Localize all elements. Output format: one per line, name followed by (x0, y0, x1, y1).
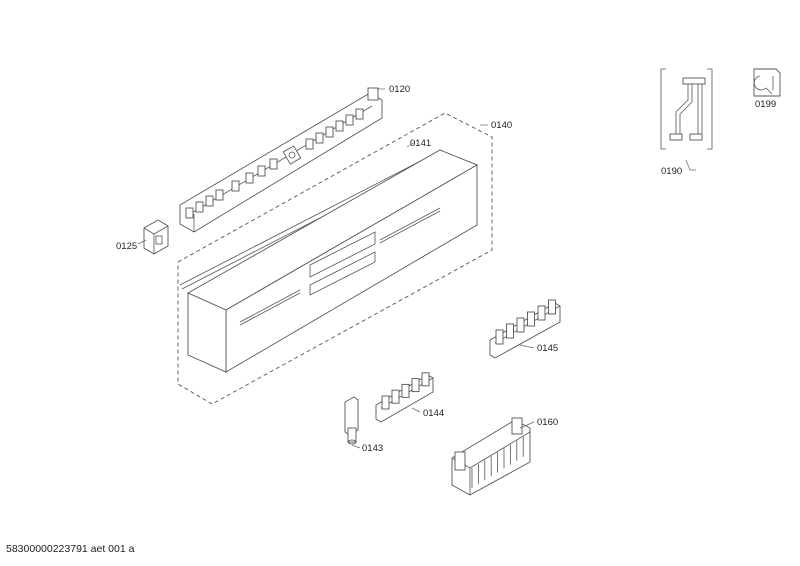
service-tool-icon (753, 68, 781, 97)
label-0141: 0141 (410, 138, 431, 149)
strip-button (548, 299, 556, 315)
pcb-connector (205, 195, 214, 207)
strip-button (401, 383, 410, 398)
label-0120: 0120 (389, 84, 410, 95)
label-0199: 0199 (755, 99, 776, 110)
pcb-connector (185, 207, 194, 219)
button-strip-small-drawing (375, 372, 434, 423)
button-strip-large-drawing (489, 299, 561, 359)
button-carrier-drawing (451, 417, 531, 496)
pcb-connector (345, 114, 354, 126)
strip-button (527, 311, 535, 327)
pcb-connector (355, 108, 364, 120)
pcb-connector (257, 165, 266, 177)
pcb-connector (269, 158, 278, 170)
label-0145: 0145 (537, 343, 558, 354)
label-0190: 0190 (661, 166, 682, 177)
pcb-connector (245, 172, 254, 184)
cable-harness-drawing (660, 68, 713, 150)
label-0140: 0140 (491, 120, 512, 131)
pcb-connector (215, 189, 224, 201)
strip-button (516, 317, 525, 333)
control-panel-drawing (187, 149, 479, 373)
strip-button (391, 389, 400, 404)
pcb-connector (305, 138, 314, 150)
push-rod-drawing (344, 396, 359, 445)
strip-button (381, 395, 390, 410)
label-0125: 0125 (116, 241, 137, 252)
switch-housing-drawing (143, 219, 169, 255)
assembly-boundary (177, 112, 493, 405)
label-0144: 0144 (423, 408, 444, 419)
strip-button (421, 372, 430, 387)
label-0160: 0160 (537, 417, 558, 428)
pcb-connector (335, 120, 344, 132)
strip-button (506, 323, 514, 339)
pcb-connector (195, 201, 204, 213)
control-module-drawing (179, 87, 383, 233)
strip-button (537, 305, 546, 321)
strip-button (495, 329, 504, 345)
drawing-code: 58300000223791 aet 001 a (6, 543, 135, 555)
pcb-connector (315, 132, 324, 144)
leader-lines (137, 88, 696, 449)
label-0143: 0143 (362, 443, 383, 454)
pcb-connector (325, 126, 334, 138)
strip-button (411, 378, 420, 393)
pcb-connector (231, 180, 240, 192)
